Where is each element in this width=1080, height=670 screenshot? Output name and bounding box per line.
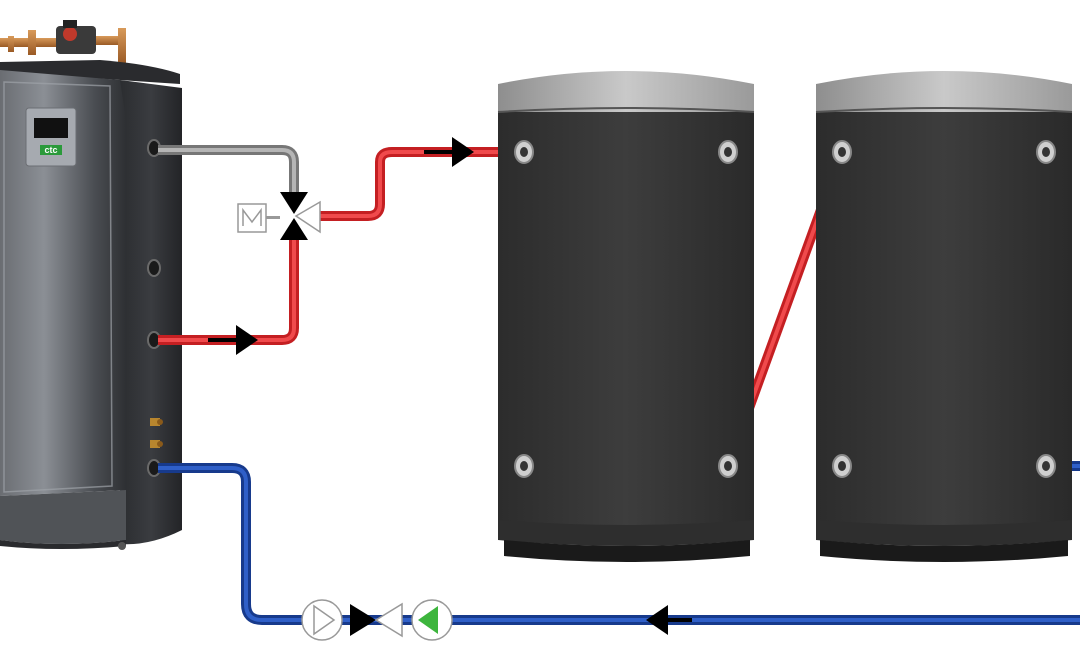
three-way-valve: [237, 192, 321, 240]
heat-pump-unit: ctc: [0, 20, 182, 550]
display-screen: [34, 118, 68, 138]
brand-logo: [40, 145, 62, 155]
valve-port-right: [294, 200, 321, 234]
supply-pipe-tank: [320, 147, 522, 221]
valve-body-bottom: [280, 218, 308, 240]
flow-arrows: [208, 137, 692, 635]
copper-connections: [0, 20, 126, 64]
buffer-tank-1: [497, 71, 755, 562]
arrow-right-icon: [208, 325, 258, 355]
pump-outline-icon: [301, 599, 343, 641]
port-middle: [147, 259, 161, 277]
brand-text: ctc: [44, 145, 57, 155]
buffer-tank-2: [815, 71, 1073, 562]
check-valve: [350, 602, 403, 638]
brass-fittings: [150, 418, 163, 448]
arrow-right-icon: [424, 137, 474, 167]
valve-actuator: [237, 203, 267, 233]
return-components: [301, 599, 453, 641]
port-group: [147, 139, 163, 477]
valve-body-top: [280, 192, 308, 214]
foot-icon: [118, 542, 126, 550]
arrow-left-icon: [646, 605, 692, 635]
circulation-pump: [411, 599, 453, 641]
